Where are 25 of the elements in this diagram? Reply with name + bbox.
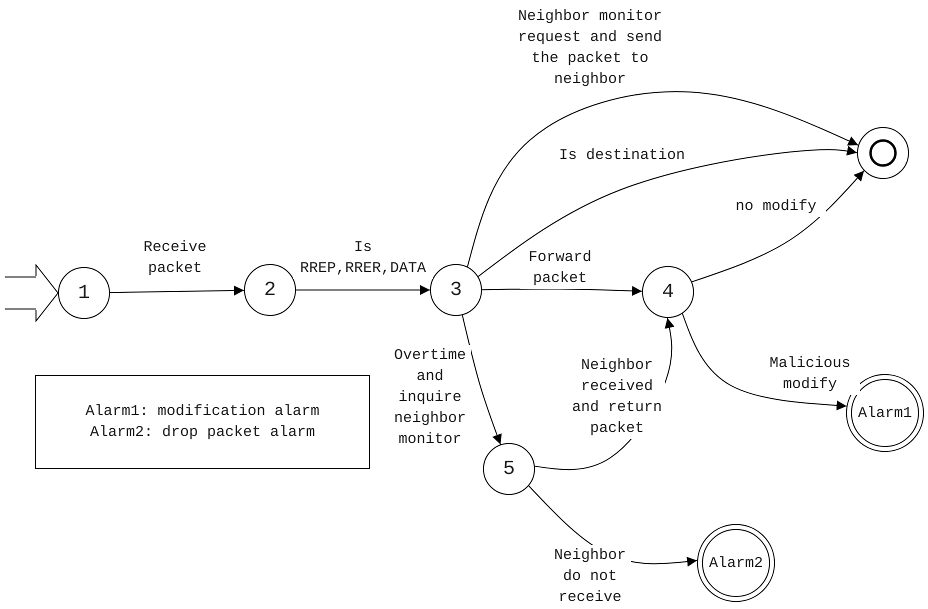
state-label: 2	[264, 278, 276, 302]
state-label: Alarm1	[858, 404, 912, 422]
arrow	[682, 313, 848, 410]
arrow	[482, 286, 642, 296]
state-label: Alarm2	[708, 554, 763, 572]
state-circle	[483, 443, 535, 495]
state-label: 1	[78, 282, 90, 304]
arrow	[467, 91, 859, 268]
note-text: Alarm1: modification alarm	[85, 402, 320, 422]
final-state-circle	[857, 127, 909, 179]
arrow	[462, 314, 502, 445]
arrow	[110, 286, 244, 296]
state-label: 5	[502, 458, 515, 480]
note-text: Alarm2: drop packet alarm	[90, 423, 316, 443]
arrow	[691, 170, 865, 282]
state-circle	[642, 266, 694, 318]
state-circle	[430, 264, 482, 316]
state-circle	[58, 267, 110, 319]
arrow	[296, 285, 430, 295]
arrow	[478, 146, 858, 277]
note-box	[35, 375, 370, 469]
state-circle	[244, 264, 296, 316]
hollow-arrow	[4, 264, 58, 322]
state-label: 3	[450, 278, 462, 302]
state-label: 4	[662, 280, 674, 304]
